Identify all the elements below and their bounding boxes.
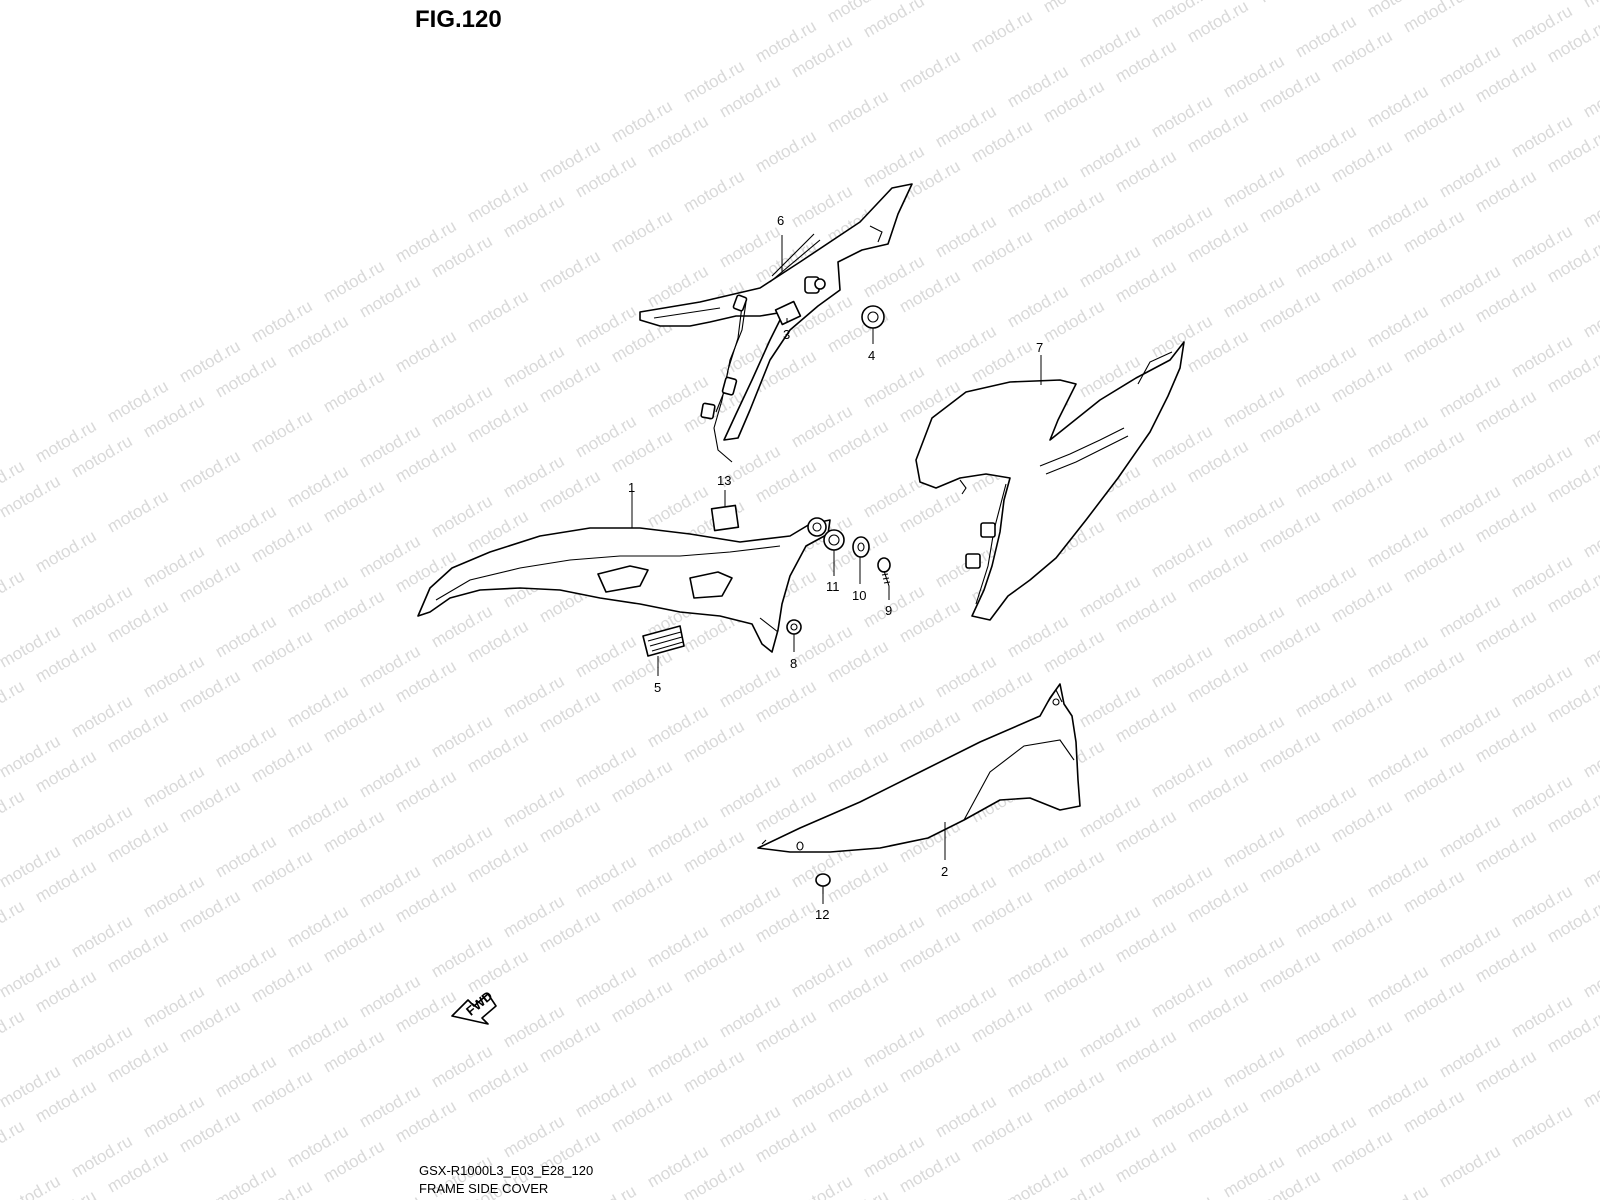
arrow-left-icon bbox=[451, 993, 497, 1025]
callout-3: 3 bbox=[783, 327, 790, 342]
part-6-wire-harness bbox=[700, 294, 748, 463]
part-13-label bbox=[710, 504, 740, 532]
figure-title: FIG.120 bbox=[415, 6, 502, 33]
part-5-mesh bbox=[642, 625, 685, 657]
callout-7: 7 bbox=[1036, 340, 1043, 355]
part-12-clip bbox=[815, 873, 831, 894]
callout-9: 9 bbox=[885, 603, 892, 618]
callout-8: 8 bbox=[790, 656, 797, 671]
part-3-pad bbox=[774, 300, 802, 326]
leader-lines bbox=[631, 235, 1042, 904]
model-code: GSX-R1000L3_E03_E28_120 bbox=[419, 1163, 594, 1178]
fwd-badge: FWD bbox=[451, 988, 497, 1025]
callout-2: 2 bbox=[941, 864, 948, 879]
part-4-grommet bbox=[861, 305, 885, 329]
callout-labels: 1 2 3 4 5 6 7 8 9 10 11 12 13 bbox=[628, 213, 1043, 922]
callout-10: 10 bbox=[852, 588, 866, 603]
part-10-washer bbox=[852, 536, 870, 558]
part-11-nut bbox=[823, 529, 845, 551]
section-name: FRAME SIDE COVER bbox=[419, 1181, 549, 1196]
part-2-lower-cover bbox=[757, 683, 1081, 853]
callout-13: 13 bbox=[717, 473, 731, 488]
part-8-bolt bbox=[786, 619, 802, 635]
callout-4: 4 bbox=[868, 348, 875, 363]
part-1-frame-cover bbox=[417, 517, 831, 653]
callout-5: 5 bbox=[654, 680, 661, 695]
part-6-clip bbox=[804, 276, 826, 294]
callout-12: 12 bbox=[815, 907, 829, 922]
part-7-side-cover bbox=[915, 341, 1185, 621]
callout-6: 6 bbox=[777, 213, 784, 228]
part-9-screw bbox=[877, 557, 891, 587]
callout-11: 11 bbox=[826, 579, 840, 594]
callout-1: 1 bbox=[628, 480, 635, 495]
